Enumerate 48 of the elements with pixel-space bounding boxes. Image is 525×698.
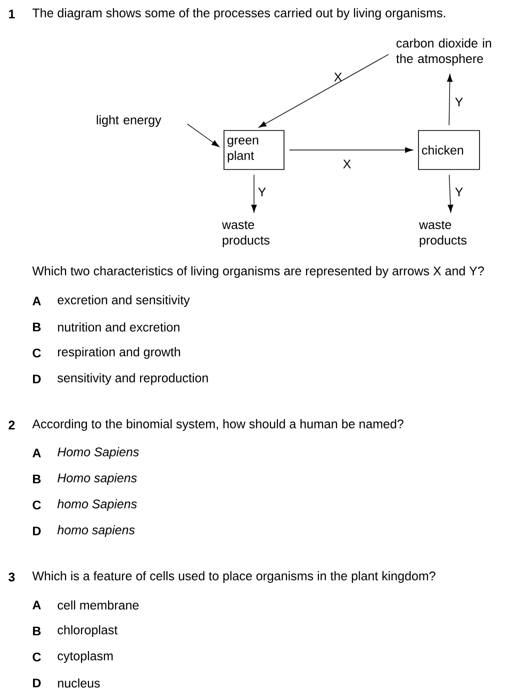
option-text: homo sapiens [57, 525, 135, 537]
edge-label: X [334, 72, 342, 82]
node-label: waste products [222, 220, 270, 248]
option-letter: B [33, 322, 41, 332]
option-text: homo Sapiens [57, 499, 137, 511]
option-letter: C [32, 652, 41, 662]
question-text: The diagram shows some of the processes carried out by living organisms. [32, 8, 446, 20]
process-box: green plant [224, 130, 284, 170]
question-text: Which is a feature of cells used to place organisms in the plant kingdom? [32, 571, 436, 583]
arrow [186, 124, 220, 148]
option-text: respiration and growth [58, 347, 180, 359]
question-text: According to the binomial system, how should a human be named? [32, 419, 404, 431]
option-letter: D [33, 678, 41, 688]
option-text: Homo sapiens [58, 473, 137, 485]
option-text: cytoplasm [58, 651, 113, 663]
edge-label: Y [455, 98, 463, 106]
option-letter: A [32, 296, 41, 306]
option-letter: B [33, 626, 41, 636]
option-text: chloroplast [58, 625, 118, 637]
question-number: 3 [8, 572, 15, 582]
edge-label: X [343, 160, 351, 168]
question-text: Which two characteristics of living organisms are represented by arrows X and Y? [32, 266, 484, 278]
option-letter: B [33, 474, 41, 484]
node-label: waste products [419, 220, 466, 248]
option-letter: A [32, 600, 41, 610]
option-letter: A [32, 448, 41, 458]
question-number: 2 [8, 420, 15, 430]
node-label: carbon dioxide in the atmosphere [396, 38, 492, 66]
option-letter: D [33, 374, 41, 384]
option-text: sensitivity and reproduction [58, 373, 208, 385]
arrow [289, 147, 413, 153]
arrow [447, 74, 453, 126]
process-box: chicken [418, 130, 480, 170]
edge-label: Y [455, 188, 463, 196]
option-text: nucleus [58, 678, 100, 688]
question-number: 1 [8, 10, 15, 18]
option-text: Homo Sapiens [58, 447, 139, 459]
arrow [251, 174, 257, 212]
arrow [258, 54, 389, 128]
option-letter: C [32, 348, 41, 358]
option-letter: D [33, 526, 41, 536]
edge-label: Y [258, 188, 266, 196]
option-letter: C [32, 500, 41, 510]
arrow [448, 174, 454, 212]
node-label: light energy [96, 115, 162, 127]
option-text: excretion and sensitivity [58, 295, 190, 307]
option-text: nutrition and excretion [58, 322, 180, 332]
option-text: cell membrane [58, 600, 139, 610]
